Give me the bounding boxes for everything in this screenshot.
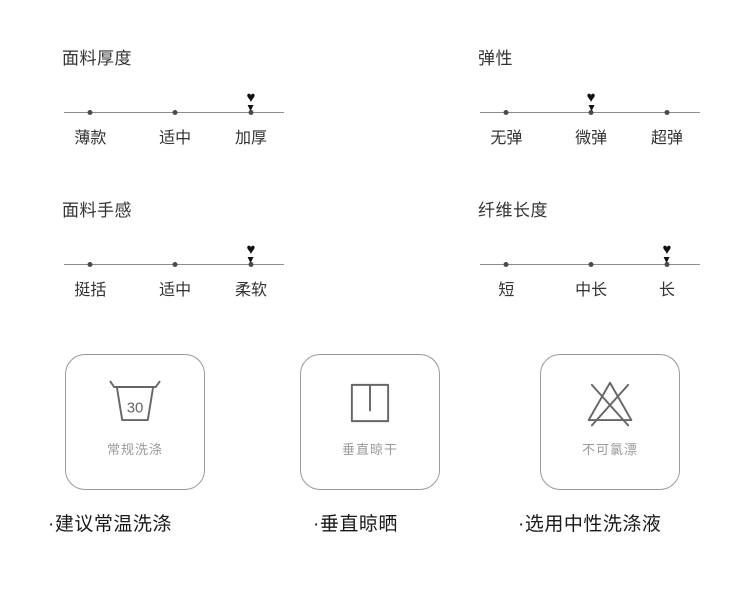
scale-track: ♥	[64, 90, 284, 115]
care-box-normal-wash: 30 常规洗涤	[65, 354, 205, 490]
scale-fabric-feel: 面料手感 ♥ 挺括 适中 柔软	[62, 196, 286, 308]
care-note-detergent: ·选用中性洗涤液	[518, 514, 662, 535]
scale-dot	[664, 262, 670, 267]
scale-track: ♥	[480, 90, 700, 115]
scale-track: ♥	[480, 242, 700, 267]
heart-glyph: ♥	[662, 241, 672, 258]
scale-labels: 短 中长 长	[480, 276, 700, 299]
scale-option: 加厚	[234, 130, 268, 147]
heart-marker-icon: ♥	[246, 89, 256, 111]
drip-dry-icon	[350, 383, 390, 423]
scale-dot	[503, 262, 509, 267]
heart-glyph: ♥	[246, 241, 256, 258]
scale-dot	[248, 110, 254, 115]
wash-tub-30-icon: 30	[109, 380, 161, 422]
care-label: 垂直晾干	[341, 442, 398, 457]
marker-tip	[664, 257, 670, 263]
scale-option: 超弹	[650, 130, 684, 147]
care-note-dry: ·垂直晾晒	[313, 514, 398, 535]
scale-option: 微弹	[575, 130, 608, 147]
scale-labels: 无弹 微弹 超弹	[480, 124, 700, 147]
scale-dot	[87, 110, 93, 115]
marker-tip	[588, 105, 595, 111]
scale-elasticity: 弹性 ♥ 无弹 微弹 超弹	[478, 44, 702, 156]
scale-title: 面料厚度	[62, 49, 132, 68]
scale-title: 纤维长度	[478, 201, 548, 220]
scale-option: 中长	[575, 282, 608, 299]
scale-dot	[248, 262, 254, 267]
marker-tip	[248, 105, 254, 111]
scale-track: ♥	[64, 242, 284, 267]
scale-option: 短	[498, 282, 515, 299]
care-box-drip-dry: 垂直晾干	[300, 354, 440, 490]
heart-marker-icon: ♥	[586, 89, 596, 111]
scale-dot	[503, 110, 509, 115]
heart-glyph: ♥	[586, 89, 596, 106]
scale-labels: 挺括 适中 柔软	[64, 276, 284, 299]
scale-dot	[87, 262, 93, 267]
heart-marker-icon: ♥	[662, 241, 672, 263]
wash-temp-number: 30	[127, 400, 144, 417]
scale-dot	[664, 110, 670, 115]
care-label: 不可氯漂	[581, 442, 638, 457]
marker-tip	[248, 257, 254, 263]
care-label: 常规洗涤	[106, 442, 163, 457]
scale-option: 适中	[159, 130, 192, 147]
scale-option: 柔软	[234, 282, 268, 299]
scale-fabric-thickness: 面料厚度 ♥ 薄款 适中 加厚	[62, 44, 286, 156]
scale-labels: 薄款 适中 加厚	[64, 124, 284, 147]
scale-option: 适中	[159, 282, 192, 299]
scale-option: 薄款	[74, 130, 107, 147]
heart-marker-icon: ♥	[246, 241, 256, 263]
scale-dot	[172, 262, 178, 267]
no-chlorine-bleach-icon	[587, 381, 633, 427]
scale-option: 挺括	[74, 282, 107, 299]
scale-title: 面料手感	[62, 201, 132, 220]
care-note-wash: ·建议常温洗涤	[48, 514, 172, 535]
scale-option: 长	[658, 282, 676, 299]
scale-dot	[588, 262, 594, 267]
care-box-no-bleach: 不可氯漂	[540, 354, 680, 490]
scale-title: 弹性	[478, 49, 513, 68]
scale-fiber-length: 纤维长度 ♥ 短 中长 长	[478, 196, 702, 308]
scale-dot	[588, 110, 594, 115]
scale-option: 无弹	[490, 130, 523, 147]
scale-dot	[172, 110, 178, 115]
heart-glyph: ♥	[246, 89, 256, 106]
